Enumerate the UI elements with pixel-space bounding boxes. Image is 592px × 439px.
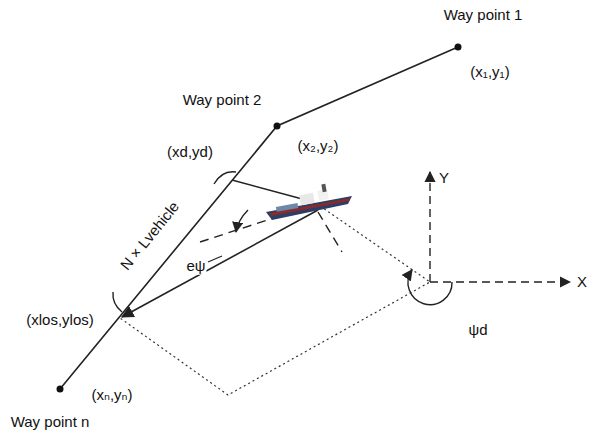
- waypoint-path: [60, 47, 458, 389]
- waypoint-dot: [57, 386, 64, 393]
- angle-label: ψd: [467, 322, 488, 339]
- coordinate-label: (xlos,ylos): [25, 312, 95, 329]
- projection-lines: [120, 206, 430, 395]
- coordinate-label: (x₂,y₂): [297, 138, 340, 155]
- cross-track-line: [232, 180, 306, 200]
- length-bracket: [113, 292, 122, 312]
- waypoint-label: Way point 1: [443, 7, 524, 24]
- length-bracket: [214, 172, 236, 184]
- waypoint-label: Way point n: [10, 414, 91, 431]
- leader-line: [208, 256, 222, 262]
- waypoint-dot: [274, 123, 281, 130]
- coordinate-label: (xₙ,yₙ): [90, 387, 133, 404]
- length-label: N × Lvehicle: [117, 198, 183, 274]
- error-angle-arrow: [236, 210, 248, 232]
- coordinate-label: (x₁,y₁): [469, 64, 510, 81]
- heading-angle-arc: [408, 270, 452, 305]
- waypoint-dot: [455, 44, 462, 51]
- y-axis: [429, 172, 430, 282]
- coordinate-label: (xd,yd): [166, 144, 214, 161]
- axis-label: X: [576, 274, 588, 291]
- angle-label: eψ: [185, 258, 206, 275]
- waypoint-label: Way point 2: [182, 92, 263, 109]
- axis-label: Y: [438, 170, 450, 187]
- x-axis: [430, 281, 570, 282]
- ship-icon: [266, 184, 352, 220]
